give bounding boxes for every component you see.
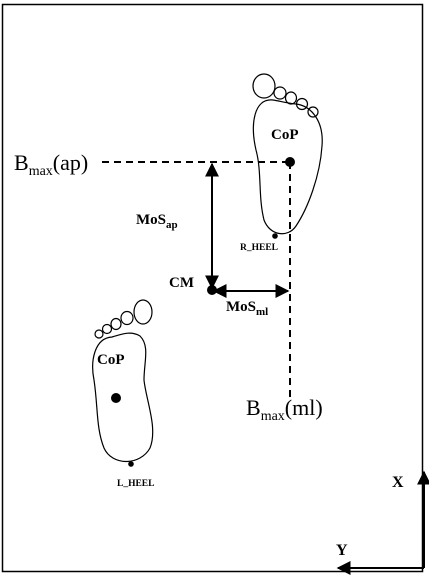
cm-label: CM <box>169 275 194 291</box>
r-heel-label: R_HEEL <box>240 243 278 253</box>
y-axis-label: Y <box>336 542 348 559</box>
l-heel-point <box>128 461 134 467</box>
left-toe-2 <box>120 310 134 326</box>
frame-border <box>1 3 424 573</box>
mos-ml-label: MoSml <box>226 299 268 318</box>
l-heel-label: L_HEEL <box>117 479 155 489</box>
cop-left-label: CoP <box>97 352 125 368</box>
mos-ap-label: MoSap <box>136 212 178 231</box>
cop-right-point <box>285 157 295 167</box>
right-toe-2 <box>273 86 287 100</box>
bmax-ap-label: Bmax(ap) <box>14 150 88 179</box>
right-toe-3 <box>284 91 298 105</box>
left-footprint-icon <box>92 299 154 462</box>
left-big-toe <box>133 299 153 325</box>
cop-right-label: CoP <box>271 127 299 143</box>
left-toe-4 <box>101 323 113 335</box>
right-toe-5 <box>307 106 319 118</box>
r-heel-point <box>272 233 278 239</box>
right-big-toe <box>252 73 276 99</box>
left-toe-5 <box>94 329 104 339</box>
right-footprint-icon <box>252 73 323 235</box>
x-axis-label: X <box>392 474 404 491</box>
left-toe-3 <box>110 317 122 331</box>
cm-point <box>207 285 217 295</box>
bmax-ml-label: Bmax(ml) <box>246 395 323 424</box>
cop-left-point <box>111 393 121 403</box>
right-toe-4 <box>295 97 309 111</box>
